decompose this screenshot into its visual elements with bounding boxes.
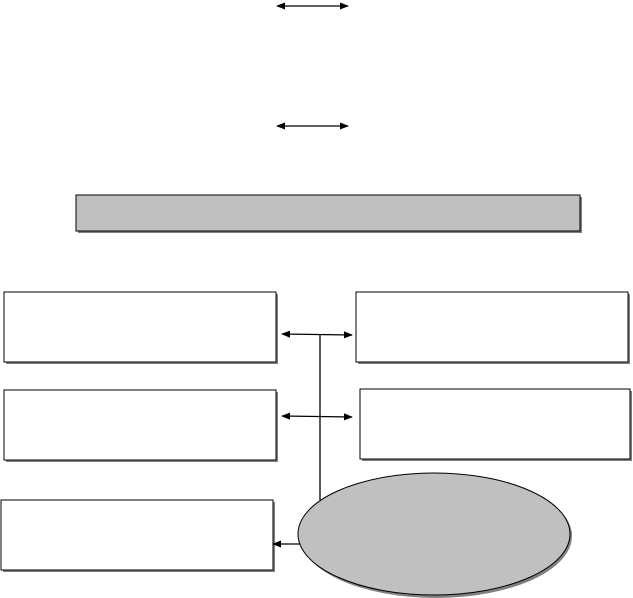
gray-ellipse xyxy=(297,472,572,598)
right-box-2 xyxy=(359,388,632,461)
row2-double-arrow xyxy=(281,412,353,421)
row1-double-arrow xyxy=(281,330,353,339)
left-box-3 xyxy=(0,499,275,572)
left-box-2 xyxy=(3,389,278,462)
left-box-1 xyxy=(3,291,278,364)
right-box-1 xyxy=(355,291,630,364)
gray-banner xyxy=(75,194,582,233)
